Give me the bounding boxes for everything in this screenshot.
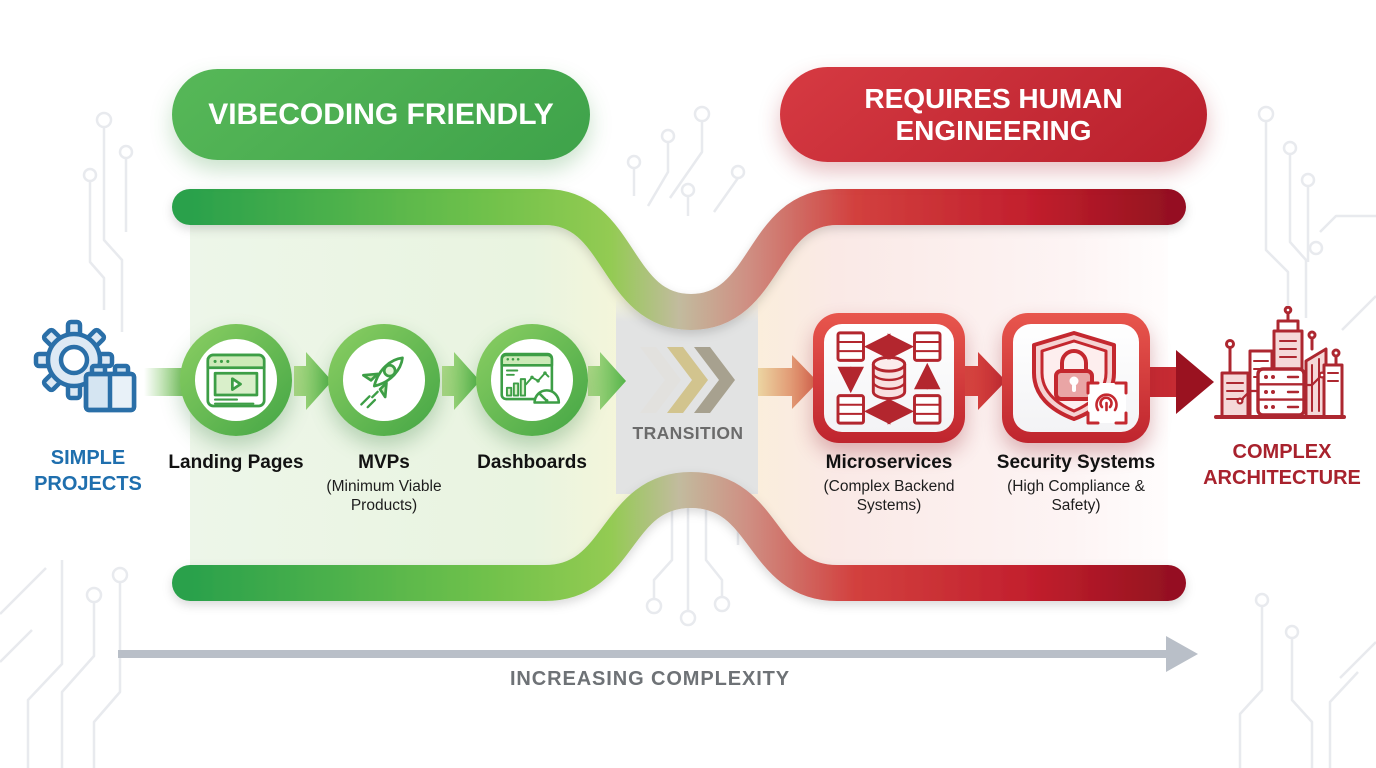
stage-box-security-systems bbox=[1002, 313, 1150, 443]
arrowhead-to-complex bbox=[1176, 350, 1214, 414]
funnel-bottom-band bbox=[172, 471, 1186, 601]
arrow-landing-to-mvps bbox=[294, 352, 332, 410]
stage-circle-dashboards bbox=[476, 324, 588, 436]
dashboards-title: Dashboards bbox=[477, 452, 587, 473]
stage-circle-landing-pages bbox=[180, 324, 292, 436]
mvps-label: MVPs (Minimum Viable Products) bbox=[299, 452, 469, 516]
increasing-complexity-label: INCREASING COMPLEXITY bbox=[509, 668, 791, 690]
microservices-title: Microservices bbox=[825, 452, 953, 473]
mvps-subtitle: (Minimum Viable Products) bbox=[326, 477, 442, 515]
arrow-microservices-to-security bbox=[964, 352, 1006, 410]
stage-circle-mvps-inner bbox=[343, 339, 425, 421]
requires-human-engineering-label: REQUIRES HUMAN ENGINEERING bbox=[864, 83, 1123, 146]
circuit-pattern-decoration bbox=[0, 105, 1376, 768]
simple-projects-label: SIMPLE PROJECTS bbox=[34, 447, 142, 495]
arrow-mvps-to-dashboards bbox=[442, 352, 480, 410]
stage-circle-dashboards-inner bbox=[491, 339, 573, 421]
stage-circle-landing-pages-inner bbox=[195, 339, 277, 421]
funnel-top-band bbox=[172, 189, 1186, 331]
landing-pages-title: Landing Pages bbox=[168, 452, 304, 473]
stage-box-microservices-inner bbox=[824, 324, 954, 432]
complexity-arrowhead bbox=[1166, 636, 1198, 672]
circuit-right-bottom bbox=[1238, 592, 1376, 768]
dashboard-gauge-icon bbox=[500, 352, 561, 404]
browser-video-icon bbox=[206, 353, 266, 407]
arrow-dashboards-to-transition bbox=[588, 352, 626, 410]
stage-connectors bbox=[144, 350, 1214, 414]
transition-label: TRANSITION bbox=[632, 423, 744, 443]
connector-security-to-complex bbox=[1150, 367, 1178, 397]
triple-chevron-icon bbox=[640, 347, 735, 413]
stage-box-security-systems-inner bbox=[1013, 324, 1139, 432]
dashboards-label: Dashboards bbox=[452, 452, 612, 475]
complexity-arrow bbox=[118, 636, 1198, 672]
circuit-top-middle bbox=[626, 105, 746, 216]
city-architecture-icon bbox=[1214, 306, 1346, 419]
circuit-bottom-left bbox=[0, 560, 129, 768]
rocket-icon bbox=[360, 356, 404, 409]
arrow-transition-to-microservices bbox=[758, 355, 818, 409]
microservices-network-icon bbox=[836, 331, 942, 425]
circuit-left-top bbox=[82, 111, 134, 332]
security-systems-subtitle: (High Compliance & Safety) bbox=[1007, 477, 1145, 515]
security-systems-title: Security Systems bbox=[996, 452, 1156, 473]
gear-bricks-icon bbox=[33, 319, 137, 413]
complex-architecture-label: COMPLEX ARCHITECTURE bbox=[1203, 441, 1361, 489]
requires-human-engineering-banner: REQUIRES HUMAN ENGINEERING bbox=[780, 67, 1207, 162]
microservices-subtitle: (Complex Backend Systems) bbox=[823, 477, 955, 515]
vibecoding-friendly-label: VIBECODING FRIENDLY bbox=[208, 97, 554, 131]
stage-box-microservices bbox=[813, 313, 965, 443]
vibecoding-friendly-banner: VIBECODING FRIENDLY bbox=[172, 69, 590, 160]
mvps-title: MVPs bbox=[358, 452, 410, 473]
shield-lock-fingerprint-icon bbox=[1032, 331, 1128, 425]
connector-simple-to-landing bbox=[144, 368, 184, 396]
microservices-label: Microservices (Complex Backend Systems) bbox=[799, 452, 979, 516]
security-systems-label: Security Systems (High Compliance & Safe… bbox=[981, 452, 1171, 516]
landing-pages-label: Landing Pages bbox=[161, 452, 311, 475]
circuit-right-top bbox=[1257, 105, 1376, 331]
stage-circle-mvps bbox=[328, 324, 440, 436]
